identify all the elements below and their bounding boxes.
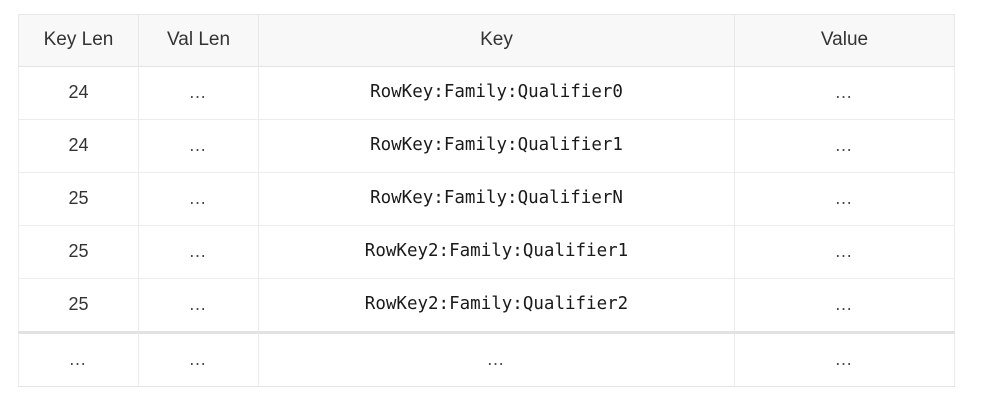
cell-key-len: 24 <box>18 65 139 120</box>
cell-key-len: 24 <box>18 118 139 173</box>
cell-key: RowKey:Family:Qualifier1 <box>258 118 735 173</box>
cell-key-len: 25 <box>18 277 139 333</box>
table-row: 24…RowKey:Family:Qualifier0… <box>18 65 955 120</box>
table-row: ………… <box>18 330 955 387</box>
cell-key: RowKey:Family:Qualifier0 <box>258 65 735 120</box>
cell-val-len: … <box>138 277 259 333</box>
column-header-key: Key <box>258 14 735 67</box>
column-header-value: Value <box>734 14 955 67</box>
cell-val-len: … <box>138 171 259 226</box>
cell-value: … <box>734 330 955 387</box>
cell-val-len: … <box>138 224 259 279</box>
cell-value: … <box>734 65 955 120</box>
cell-value: … <box>734 224 955 279</box>
cell-key: RowKey2:Family:Qualifier2 <box>258 277 735 333</box>
cell-val-len: … <box>138 118 259 173</box>
cell-val-len: … <box>138 330 259 387</box>
cell-value: … <box>734 118 955 173</box>
cell-key: RowKey2:Family:Qualifier1 <box>258 224 735 279</box>
cell-key-len: 25 <box>18 171 139 226</box>
cell-value: … <box>734 171 955 226</box>
key-value-table-container: Key Len Val Len Key Value 24…RowKey:Fami… <box>18 14 955 387</box>
table-header: Key Len Val Len Key Value <box>18 14 955 67</box>
table-body: 24…RowKey:Family:Qualifier0…24…RowKey:Fa… <box>18 65 955 387</box>
key-value-table: Key Len Val Len Key Value 24…RowKey:Fami… <box>18 14 955 387</box>
table-row: 25…RowKey:Family:QualifierN… <box>18 171 955 226</box>
cell-key-len: … <box>18 330 139 387</box>
cell-key: … <box>258 330 735 387</box>
cell-val-len: … <box>138 65 259 120</box>
column-header-key-len: Key Len <box>18 14 139 67</box>
column-header-val-len: Val Len <box>138 14 259 67</box>
table-row: 25…RowKey2:Family:Qualifier2… <box>18 277 955 333</box>
cell-key: RowKey:Family:QualifierN <box>258 171 735 226</box>
table-row: 25…RowKey2:Family:Qualifier1… <box>18 224 955 279</box>
table-header-row: Key Len Val Len Key Value <box>18 14 955 67</box>
table-row: 24…RowKey:Family:Qualifier1… <box>18 118 955 173</box>
cell-value: … <box>734 277 955 333</box>
cell-key-len: 25 <box>18 224 139 279</box>
